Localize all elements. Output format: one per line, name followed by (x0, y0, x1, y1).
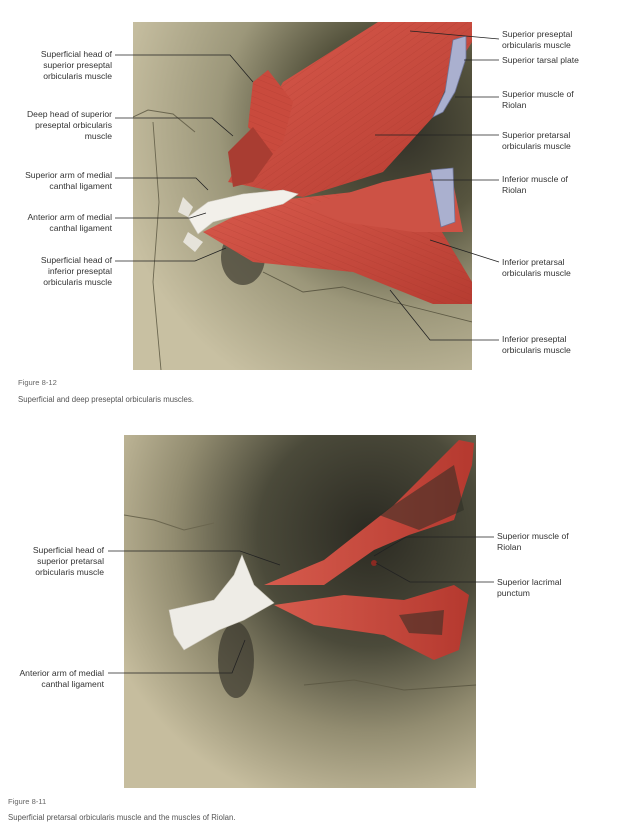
label-superior-preseptal: Superior preseptal orbicularis muscle (502, 29, 573, 50)
superior-pretarsal-muscle (264, 440, 474, 585)
label-inferior-preseptal: Inferior preseptal orbicularis muscle (502, 334, 571, 355)
superior-tarsal-plate (432, 35, 467, 118)
figure-8-12-illustration (133, 22, 472, 370)
label-superficial-head-superior-pretarsal: Superficial head of superior pretarsal o… (32, 545, 104, 577)
label-superior-tarsal-plate: Superior tarsal plate (502, 55, 579, 65)
label-superior-pretarsal: Superior pretarsal orbicularis muscle (502, 130, 571, 151)
figure-2-caption: Superficial pretarsal orbicularis muscle… (8, 813, 236, 822)
label-inferior-muscle-riolan: Inferior muscle of Riolan (502, 174, 568, 195)
superficial-head-superior-preseptal (248, 70, 293, 154)
medial-canthal-ligament (187, 189, 299, 235)
label-superficial-head-inferior-preseptal: Superficial head of inferior preseptal o… (40, 255, 112, 287)
figure-1-caption: Superficial and deep preseptal orbicular… (18, 395, 194, 404)
superior-lacrimal-punctum (371, 560, 377, 566)
figure-8-11-illustration (124, 435, 476, 788)
label-superior-lacrimal-punctum: Superior lacrimal punctum (497, 577, 562, 598)
label-anterior-arm-medial-canthal-2: Anterior arm of medial canthal ligament (19, 668, 104, 689)
figure-1-number: Figure 8-12 (18, 378, 57, 387)
label-inferior-pretarsal: Inferior pretarsal orbicularis muscle (502, 257, 571, 278)
figure-2-number: Figure 8-11 (8, 797, 47, 806)
label-superior-arm-medial-canthal: Superior arm of medial canthal ligament (25, 170, 112, 191)
inferior-tarsal-plate (430, 167, 456, 228)
label-anterior-arm-medial-canthal: Anterior arm of medial canthal ligament (27, 212, 112, 233)
label-superficial-head-superior-preseptal: Superficial head of superior preseptal o… (40, 49, 112, 81)
inferior-pretarsal-muscle (303, 172, 463, 232)
deep-head-superior-preseptal (228, 127, 273, 187)
label-superior-muscle-riolan-2: Superior muscle of Riolan (497, 531, 569, 552)
label-superior-muscle-riolan: Superior muscle of Riolan (502, 89, 574, 110)
superior-preseptal-muscle (228, 22, 472, 197)
label-deep-head-superior-preseptal: Deep head of superior preseptal orbicula… (26, 109, 112, 141)
inferior-pretarsal-muscle (274, 585, 469, 660)
